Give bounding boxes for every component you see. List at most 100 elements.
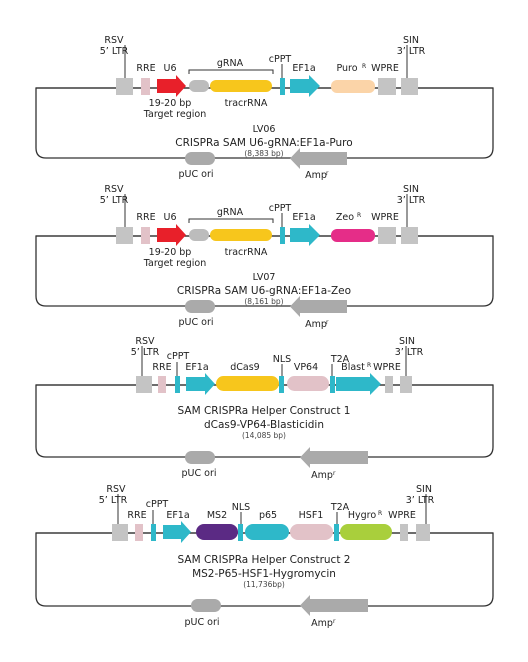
construct-lv07: RSV 5’ LTR RRE U6 gRNA 19-20 bp Target r… [35, 184, 494, 330]
u6-promoter [157, 224, 186, 246]
amp-sup: r [326, 170, 329, 177]
grna-bracket [188, 69, 274, 74]
ampr-arrow [290, 296, 347, 317]
ef1a-label: EF1a [292, 212, 315, 223]
cppt-box [175, 376, 180, 393]
puc-ori-label: pUC ori [179, 317, 214, 328]
construct-helper-1: RSV 5’ LTR RRE cPPT EF1a dCas9 NLS VP64 … [35, 336, 494, 481]
construct-name: SAM CRISPRa Helper Construct 2 [178, 554, 351, 566]
ef1a-label: EF1a [292, 63, 315, 74]
ltr5-label: 5’ LTR [100, 46, 129, 57]
target-region-box [189, 80, 209, 92]
nls-box [279, 376, 284, 393]
hygro-label: Hygro [348, 510, 376, 521]
puc-ori-label: pUC ori [182, 468, 217, 479]
puc-ori-box [185, 152, 215, 165]
sin-ltr-box [416, 524, 430, 541]
construct-size: (8,383 bp) [244, 149, 283, 158]
grna-label: gRNA [217, 58, 244, 69]
p65-label: p65 [259, 510, 277, 521]
tracrrna-label: tracrRNA [225, 98, 268, 109]
ef1a-promoter [290, 224, 320, 246]
amp-label: Amp [311, 618, 333, 629]
grna-bracket [188, 218, 274, 223]
puro-label: Puro [336, 63, 357, 74]
cppt-box [280, 227, 285, 244]
rsv-label: RSV [104, 35, 124, 46]
ltr3-label: 3’ LTR [397, 46, 426, 57]
cppt-label: cPPT [167, 351, 190, 362]
dcas9-label: dCas9 [230, 362, 259, 373]
construct-size: (11,736bp) [243, 580, 285, 589]
rsv-label: RSV [106, 484, 126, 495]
ef1a-promoter [186, 373, 215, 395]
sin-ltr-box [400, 376, 412, 393]
target-region-label: Target region [143, 258, 206, 269]
vp64-box [287, 376, 329, 391]
rre-label: RRE [127, 510, 146, 521]
ltr5-label: 5’ LTR [99, 495, 128, 506]
u6-promoter [157, 75, 186, 97]
ms2-label: MS2 [207, 510, 227, 521]
rre-label: RRE [136, 212, 155, 223]
zeo-sup: R [357, 212, 361, 219]
backbone-loop [35, 384, 494, 458]
sin-label: SIN [399, 336, 415, 347]
t2a-label: T2A [330, 502, 350, 513]
grna-label: gRNA [217, 207, 244, 218]
wpre-label: WPRE [388, 510, 416, 521]
u6-label: U6 [164, 212, 177, 223]
backbone-loop [35, 532, 494, 607]
construct-helper-2: RSV 5’ LTR RRE cPPT EF1a MS2 NLS p65 HSF… [35, 484, 494, 629]
construct-description: CRISPRa SAM U6-gRNA:EF1a-Puro [175, 137, 352, 149]
tracrrna-label: tracrRNA [225, 247, 268, 258]
nls-box [238, 524, 243, 541]
amp-sup: r [333, 470, 336, 477]
rre-box [141, 227, 150, 244]
ltr3-label: 3’ LTR [406, 495, 435, 506]
ltr5-label: 5’ LTR [100, 195, 129, 206]
rre-label: RRE [136, 63, 155, 74]
ltr5-box [116, 78, 133, 95]
dcas9-box [216, 376, 279, 391]
cppt-label: cPPT [269, 203, 292, 214]
ampr-arrow [300, 447, 368, 468]
cppt-box [280, 78, 285, 95]
blast-sup: R [367, 362, 371, 369]
construct-description: dCas9-VP64-Blasticidin [204, 419, 324, 431]
blast-label: Blast [341, 362, 365, 373]
blast-arrow [336, 373, 381, 395]
ltr3-label: 3’ LTR [395, 347, 424, 358]
u6-label: U6 [164, 63, 177, 74]
tracrrna-box [210, 229, 272, 241]
wpre-label: WPRE [371, 63, 399, 74]
ltr5-label: 5’ LTR [131, 347, 160, 358]
t2a-box [330, 376, 335, 393]
construct-name: LV07 [253, 272, 276, 283]
puc-ori-box [185, 451, 215, 464]
amp-label: Amp [305, 170, 327, 181]
construct-description: MS2-P65-HSF1-Hygromycin [192, 568, 336, 580]
tracrrna-box [210, 80, 272, 92]
amp-label: Amp [305, 319, 327, 330]
construct-size: (14,085 bp) [242, 431, 286, 440]
cppt-box [151, 524, 156, 541]
ltr5-box [116, 227, 133, 244]
sin-ltr-box [401, 78, 418, 95]
construct-description: CRISPRa SAM U6-gRNA:EF1a-Zeo [177, 285, 351, 297]
rsv-label: RSV [104, 184, 124, 195]
wpre-label: WPRE [373, 362, 401, 373]
hsf1-box [290, 524, 333, 540]
wpre-box [385, 376, 393, 393]
puc-ori-label: pUC ori [185, 617, 220, 628]
puro-box [331, 80, 375, 93]
rre-box [141, 78, 150, 95]
cppt-label: cPPT [146, 499, 169, 510]
rre-label: RRE [152, 362, 171, 373]
puro-sup: R [362, 63, 366, 70]
hsf1-label: HSF1 [299, 510, 324, 521]
wpre-box [378, 227, 396, 244]
construct-size: (8,161 bp) [244, 297, 283, 306]
construct-lv06: RSV 5’ LTR RRE U6 gRNA 19-20 bp Target r… [35, 35, 494, 181]
ef1a-promoter [290, 75, 320, 97]
